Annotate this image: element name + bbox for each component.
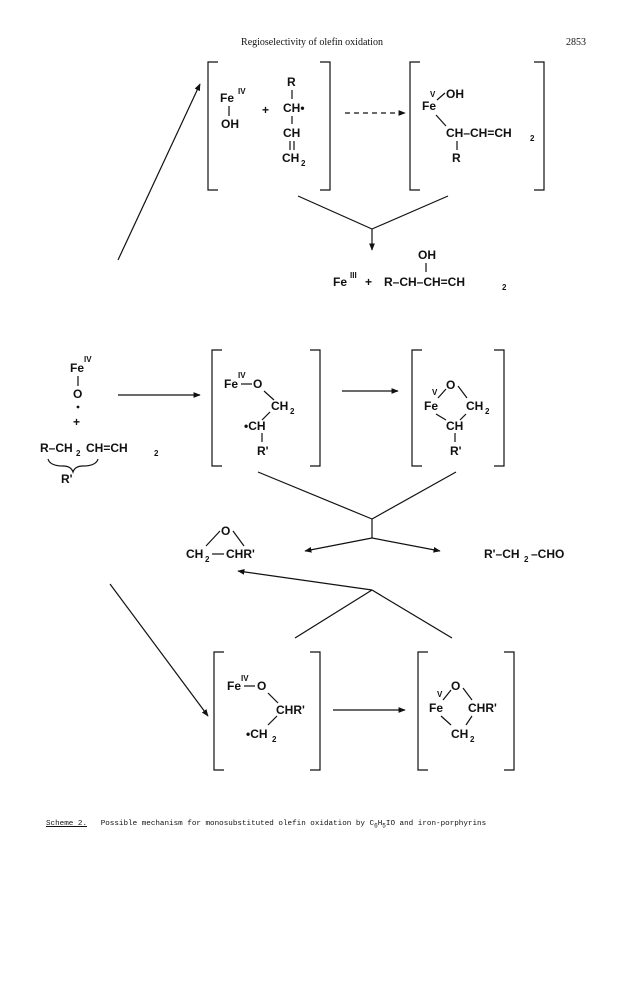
- oh-label: OH: [221, 117, 239, 131]
- caption-text-2: IO and iron-porphyrins: [385, 820, 487, 828]
- sub-2: 2: [524, 555, 529, 564]
- olefin-left: R–CH: [40, 441, 73, 455]
- fe-label: Fe: [70, 361, 84, 375]
- o-label: O: [253, 377, 262, 391]
- oh-label: OH: [446, 87, 464, 101]
- ch2-radical: •CH: [246, 727, 268, 741]
- sub-2: 2: [290, 407, 295, 416]
- sub-2: 2: [470, 735, 475, 744]
- fe-label: Fe: [227, 679, 241, 693]
- aldehyde-right: –CHO: [531, 547, 564, 561]
- bracket-fe-o-radical: [211, 349, 321, 467]
- oxidation-iv: IV: [238, 87, 246, 96]
- chr-prime-label: CHR': [468, 701, 497, 715]
- r-label: R: [452, 151, 461, 165]
- fe-label: Fe: [220, 91, 234, 105]
- fe-label: Fe: [224, 377, 238, 391]
- bracket-fev-allyl: [409, 61, 545, 191]
- ch2-label: CH: [451, 727, 468, 741]
- sub-2: 2: [272, 735, 277, 744]
- sub-2: 2: [301, 159, 306, 168]
- caption-sub-5: 5: [382, 822, 386, 830]
- o-label: O: [257, 679, 266, 693]
- allyl-chain: CH–CH=CH: [446, 126, 512, 140]
- o-label: O: [221, 524, 230, 538]
- o-label: O: [446, 378, 455, 392]
- chr-prime-label: CHR': [276, 703, 305, 717]
- running-title: Regioselectivity of olefin oxidation: [241, 37, 383, 48]
- sub-2: 2: [530, 134, 535, 143]
- ch-label: CH: [283, 126, 300, 140]
- caption-h: H: [377, 820, 383, 828]
- plus-sign: +: [262, 103, 269, 117]
- bracket-oxametallacycle-1: [411, 349, 505, 467]
- r-label: R: [287, 75, 296, 89]
- r-prime-label: R': [61, 472, 73, 486]
- scheme-caption: Scheme 2. Possible mechanism for monosub…: [46, 820, 486, 830]
- ch2-label: CH: [282, 151, 299, 165]
- fe-label: Fe: [429, 701, 443, 715]
- chr-prime-label: CHR': [226, 547, 255, 561]
- oh-label: OH: [418, 248, 436, 262]
- page-number: 2853: [566, 37, 586, 48]
- o-label: O: [73, 387, 82, 401]
- ch2-label: CH: [466, 399, 483, 413]
- allyl-alcohol-chain: R–CH–CH=CH: [384, 275, 465, 289]
- plus-sign: +: [365, 275, 372, 289]
- oxidation-v: V: [437, 690, 443, 699]
- fe-label: Fe: [333, 275, 347, 289]
- r-prime-label: R': [450, 444, 462, 458]
- oxidation-v: V: [432, 388, 438, 397]
- r-prime-label: R': [257, 444, 269, 458]
- fe-label: Fe: [424, 399, 438, 413]
- caption-label: Scheme 2.: [46, 820, 88, 828]
- o-label: O: [451, 679, 460, 693]
- sub-2: 2: [205, 555, 210, 564]
- ch-label: CH: [446, 419, 463, 433]
- ch-radical: CH•: [283, 101, 305, 115]
- oxidation-iv: IV: [241, 674, 249, 683]
- oxidation-iii: III: [350, 271, 357, 280]
- ch-radical: •CH: [244, 419, 266, 433]
- aldehyde-left: R'–CH: [484, 547, 520, 561]
- bracket-oxametallacycle-2: [417, 651, 515, 771]
- caption-sub-6: 6: [374, 822, 378, 830]
- oxidation-iv: IV: [84, 355, 92, 364]
- fe-label: Fe: [422, 99, 436, 113]
- bracket-fe-o-radical-2: [213, 651, 321, 771]
- sub-2: 2: [485, 407, 490, 416]
- oxidation-iv: IV: [238, 371, 246, 380]
- oxidation-v: V: [430, 90, 436, 99]
- caption-text-1: Possible mechanism for monosubstituted o…: [100, 820, 375, 828]
- sub-2: 2: [502, 283, 507, 292]
- olefin-right: CH=CH: [86, 441, 128, 455]
- ch2-label: CH: [271, 399, 288, 413]
- ch2-label: CH: [186, 547, 203, 561]
- sub-2: 2: [154, 449, 159, 458]
- bracket-radical-pair-top: [207, 61, 331, 191]
- sub-2: 2: [76, 449, 81, 458]
- plus-sign: +: [73, 415, 80, 429]
